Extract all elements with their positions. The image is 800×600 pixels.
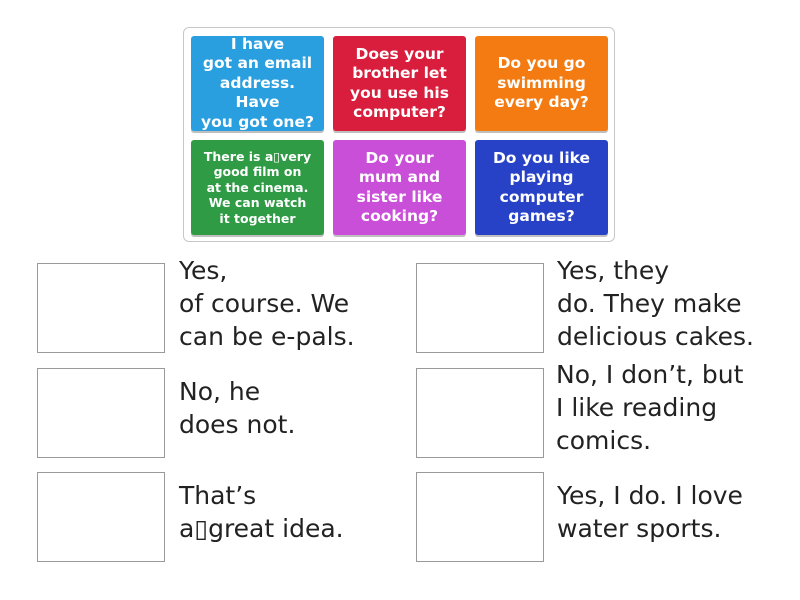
answer-line: comics. (556, 426, 652, 455)
tile-line: at the cinema. (206, 179, 309, 195)
tile-line: playing (509, 168, 574, 186)
answer-text-1: Yes, of course. We can be e-pals. (179, 254, 355, 353)
tile-line: There is a▯very (203, 148, 312, 164)
tile-line: every day? (494, 93, 589, 112)
tile-line: address. Have (219, 73, 296, 112)
tile-line: swimming (497, 73, 586, 92)
drop-zone-answer-2[interactable] (37, 368, 165, 458)
answer-line: No, he (179, 377, 261, 406)
tile-line: We can watch (208, 195, 307, 211)
answer-text-2: No, he does not. (179, 375, 295, 441)
tile-line: you got one? (201, 112, 314, 131)
tile-line: it together (219, 210, 296, 226)
answer-line: I like reading (556, 393, 718, 422)
tile-line: computer? (353, 103, 446, 121)
answer-line: a▯great idea. (179, 514, 344, 543)
answer-line: No, I don’t, but (556, 360, 744, 389)
tile-line: Do you go (497, 54, 586, 73)
tile-line: I have (230, 36, 285, 53)
tile-mum-sister-cooking[interactable]: Do your mum and sister like cooking? (333, 140, 466, 235)
tile-computer-games[interactable]: Do you like playing computer games? (475, 140, 608, 235)
answer-text-4: Yes, they do. They make delicious cakes. (557, 254, 754, 353)
tile-line: got an email (202, 54, 313, 73)
drop-zone-answer-1[interactable] (37, 263, 165, 353)
answer-line: Yes, (179, 256, 228, 285)
tile-line: games? (508, 207, 575, 225)
answer-line: water sports. (557, 514, 722, 543)
tile-line: you use his (350, 83, 449, 102)
answer-line: delicious cakes. (557, 322, 754, 351)
tile-email-address[interactable]: I have got an email address. Have you go… (191, 36, 324, 131)
answer-line: do. They make (557, 289, 742, 318)
tile-line: good film on (213, 164, 302, 180)
answer-text-5: No, I don’t, but I like reading comics. (556, 358, 743, 457)
answer-line: That’s (179, 481, 257, 510)
answer-line: Yes, I do. I love (557, 481, 743, 510)
answer-line: of course. We (179, 289, 350, 318)
answer-line: does not. (179, 410, 296, 439)
drop-zone-answer-5[interactable] (416, 368, 544, 458)
tile-cinema-film[interactable]: There is a▯very good film on at the cine… (191, 140, 324, 235)
tile-line: Do your (365, 148, 434, 167)
tile-line: Does your (355, 44, 444, 63)
tile-brother-computer[interactable]: Does your brother let you use his comput… (333, 36, 466, 131)
drop-zone-answer-3[interactable] (37, 472, 165, 562)
answer-text-6: Yes, I do. I love water sports. (557, 479, 743, 545)
tile-line: mum and (358, 168, 441, 186)
tile-line: brother let (352, 64, 447, 82)
tile-line: computer (499, 187, 584, 206)
tile-line: sister like (356, 187, 443, 206)
answer-line: can be e-pals. (179, 322, 355, 351)
answer-line: Yes, they (557, 256, 670, 285)
tile-swimming[interactable]: Do you go swimming every day? (475, 36, 608, 131)
drop-zone-answer-6[interactable] (416, 472, 544, 562)
answer-text-3: That’s a▯great idea. (179, 479, 344, 545)
drop-zone-answer-4[interactable] (416, 263, 544, 353)
tile-line: cooking? (360, 207, 439, 225)
tile-line: Do you like (492, 148, 591, 167)
